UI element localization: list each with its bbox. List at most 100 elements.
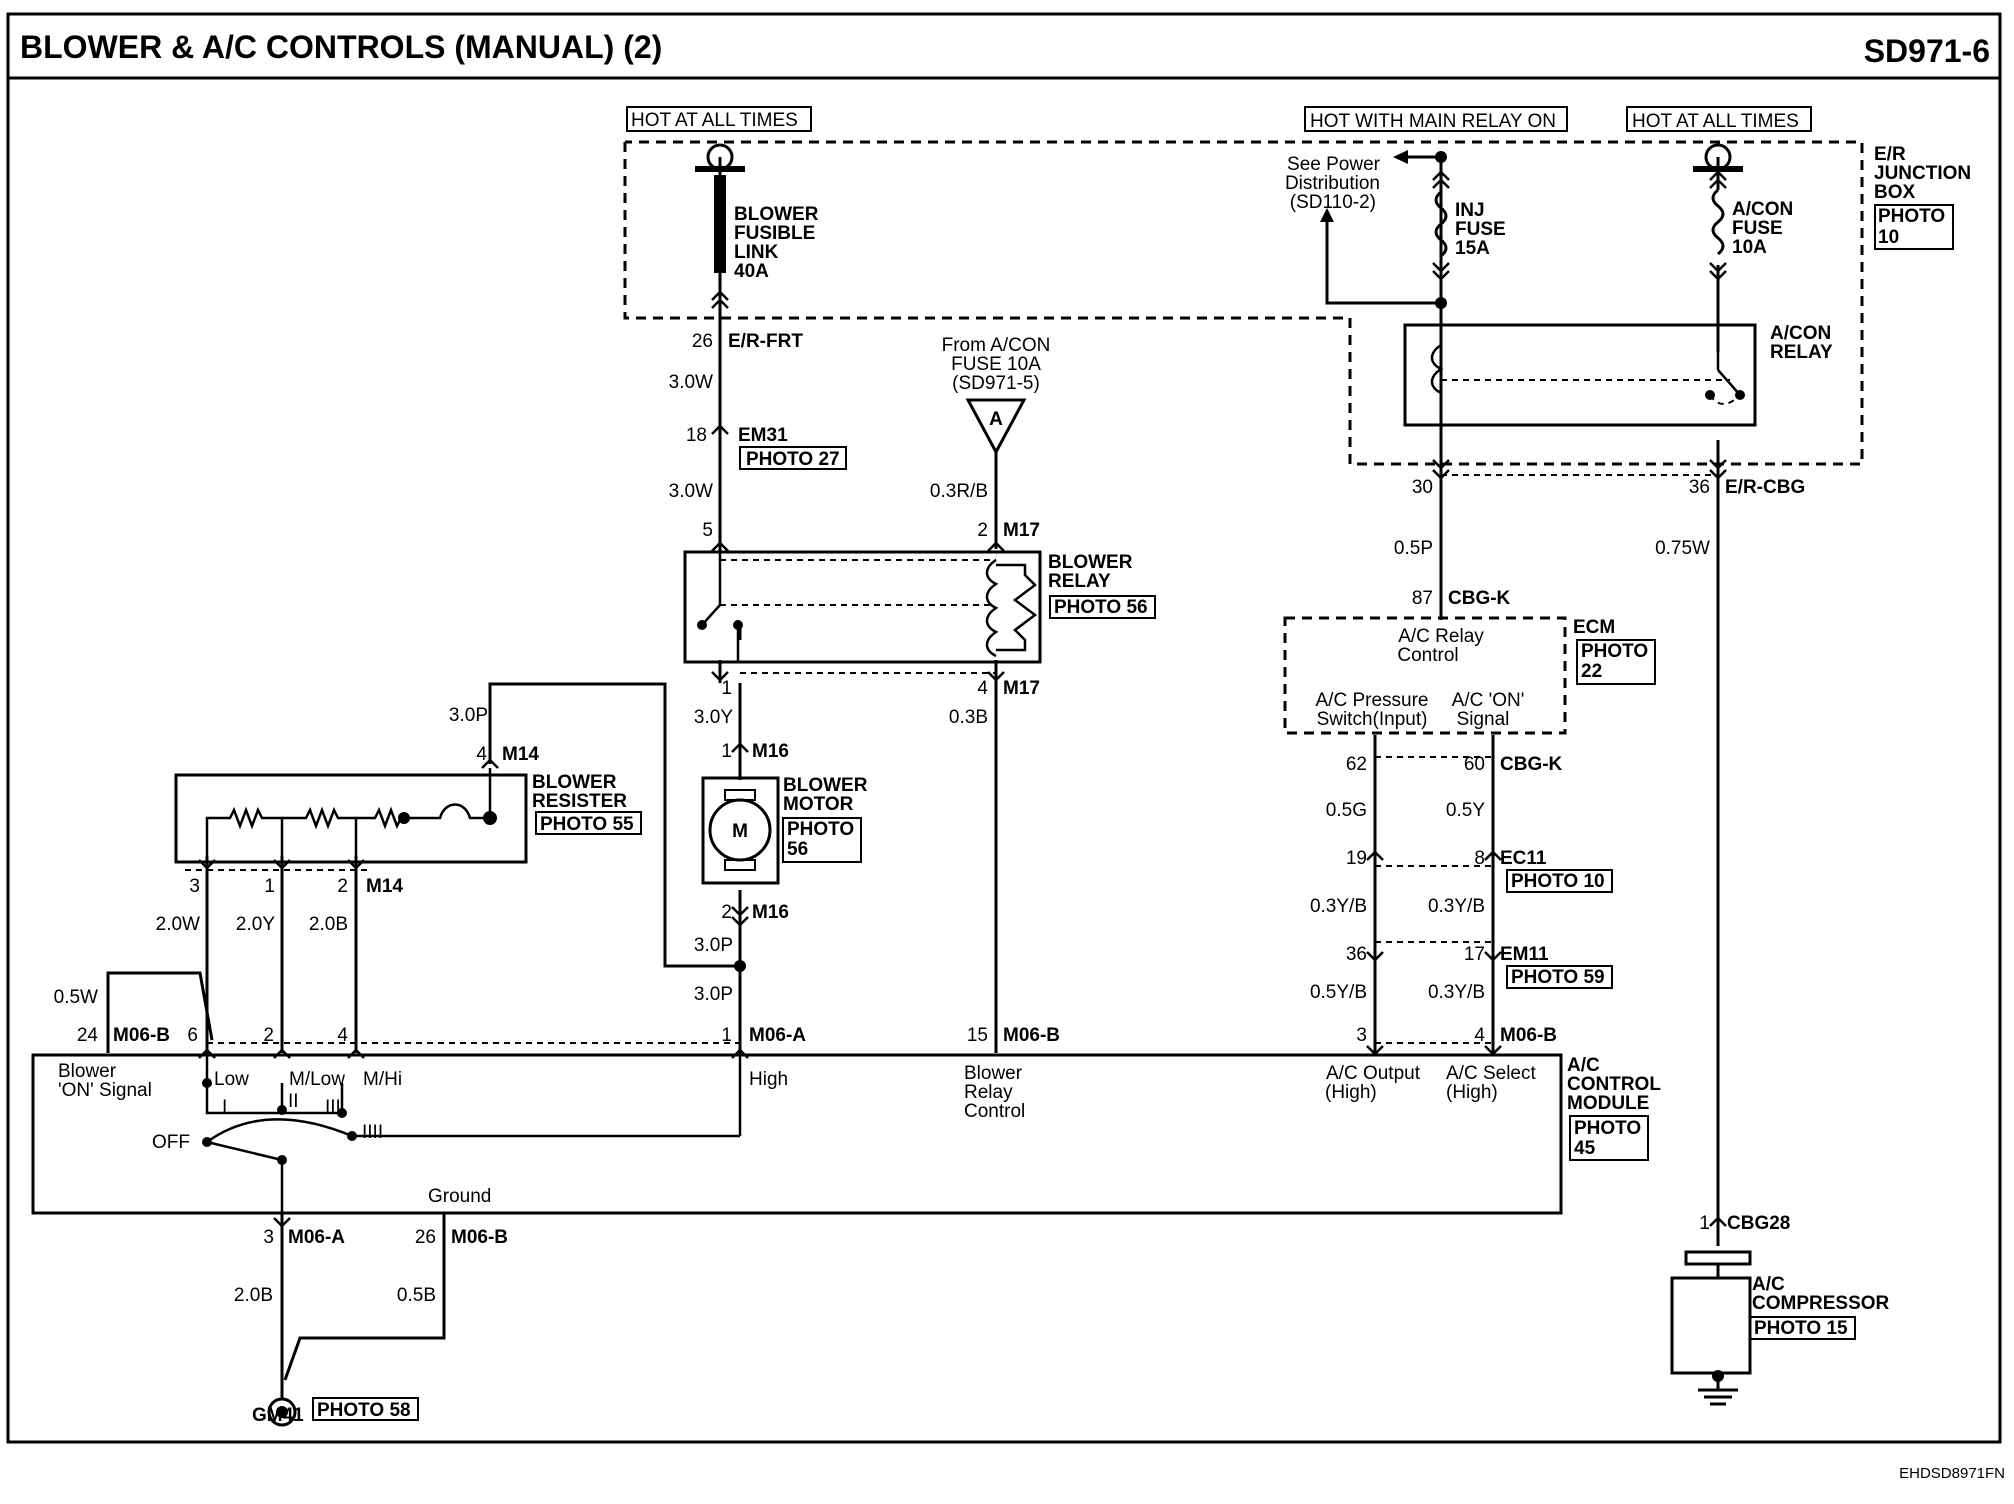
label: 15 <box>967 1025 988 1046</box>
label: M17 <box>1003 520 1040 541</box>
label: 3.0W <box>669 481 713 502</box>
label: II <box>288 1091 299 1112</box>
label: 4 <box>337 1025 348 1046</box>
label: 26 <box>692 331 713 352</box>
label: PHOTO 10 <box>1511 871 1605 892</box>
ac-compressor-box <box>1670 1276 1752 1375</box>
label: 60 <box>1464 754 1485 775</box>
label: M06-B <box>113 1025 170 1046</box>
label: 0.5Y/B <box>1310 982 1367 1003</box>
label: Blower <box>58 1061 117 1082</box>
blower-relay-internals <box>701 552 1038 662</box>
acon-fuse-10a <box>1711 188 1725 256</box>
label: 1 <box>264 876 275 897</box>
label: (High) <box>1325 1082 1377 1103</box>
label: BLOWER <box>734 204 819 225</box>
compressor-clutch <box>1684 1250 1752 1278</box>
blower-motor-box <box>701 776 780 885</box>
label: M/Low <box>289 1069 345 1090</box>
diagram-frame <box>6 12 2002 1444</box>
blower-resister-internals <box>205 768 497 856</box>
label: 62 <box>1346 754 1367 775</box>
junction-dots <box>202 151 1745 1165</box>
label: RELAY <box>1048 571 1111 592</box>
label: A/CON <box>1732 199 1793 220</box>
label: 26 <box>415 1227 436 1248</box>
label: PHOTO <box>1581 641 1648 662</box>
connector-chevrons <box>198 170 1727 1228</box>
label: RESISTER <box>532 791 627 812</box>
label: A/C 'ON' <box>1452 690 1525 711</box>
label: 36 <box>1346 944 1367 965</box>
label: E/R <box>1874 144 1906 165</box>
label: PHOTO 55 <box>540 814 634 835</box>
label: 10A <box>1732 237 1767 258</box>
label: Switch(Input) <box>1317 709 1428 730</box>
label: LINK <box>734 242 779 263</box>
label: EM11 <box>1500 944 1549 965</box>
label: 0.3Y/B <box>1428 982 1485 1003</box>
blower-motor-symbol <box>708 789 772 871</box>
label: HOT AT ALL TIMES <box>1632 111 1799 132</box>
label: 87 <box>1412 588 1433 609</box>
label: CBG-K <box>1500 754 1563 775</box>
triangle-connector-a <box>965 398 1027 456</box>
blower-relay-box <box>683 550 1042 664</box>
label: M06-B <box>1500 1025 1557 1046</box>
label: A <box>989 409 1003 430</box>
label: COMPRESSOR <box>1752 1293 1890 1314</box>
label: MODULE <box>1567 1093 1649 1114</box>
label: FUSIBLE <box>734 223 815 244</box>
label: CBG-K <box>1448 588 1511 609</box>
label: EM31 <box>738 425 788 446</box>
label: Distribution <box>1285 173 1380 194</box>
label: M14 <box>366 876 403 897</box>
label: 0.5G <box>1326 800 1367 821</box>
label: 36 <box>1689 477 1710 498</box>
dashed-boundaries <box>185 140 1864 1044</box>
label: 0.3Y/B <box>1310 896 1367 917</box>
label: (SD110-2) <box>1290 192 1376 213</box>
ground-symbols <box>267 1370 1738 1427</box>
label: 45 <box>1574 1138 1596 1159</box>
label: 3 <box>189 876 200 897</box>
label: BLOWER <box>1048 552 1133 573</box>
label: From A/CON <box>942 335 1051 356</box>
label: 2.0Y <box>236 914 275 935</box>
label: A/C Select <box>1446 1063 1536 1084</box>
label: 19 <box>1346 848 1367 869</box>
label: (High) <box>1446 1082 1498 1103</box>
power-terminals <box>695 143 1743 172</box>
label: FUSE 10A <box>951 354 1041 375</box>
label: PHOTO 56 <box>1054 597 1148 618</box>
label: M06-B <box>451 1227 508 1248</box>
blower-switch-symbol <box>206 1118 353 1162</box>
labels: HOT AT ALL TIMES HOT WITH MAIN RELAY ON … <box>54 110 1971 1426</box>
label: HOT WITH MAIN RELAY ON <box>1310 111 1556 132</box>
label: PHOTO <box>1574 1118 1641 1139</box>
label: IIII <box>362 1122 383 1143</box>
inj-fuse-15a <box>1434 190 1448 258</box>
label: 17 <box>1464 944 1485 965</box>
label: 0.5W <box>54 987 98 1008</box>
label: III <box>325 1097 341 1118</box>
label: Relay <box>964 1082 1013 1103</box>
ac-control-module-box <box>31 1053 1563 1215</box>
label: 0.3R/B <box>930 481 988 502</box>
label: 40A <box>734 261 769 282</box>
label: 15A <box>1455 238 1490 259</box>
diagram-title: BLOWER & A/C CONTROLS (MANUAL) (2) <box>20 29 662 65</box>
label: A/C <box>1567 1055 1600 1076</box>
label: 1 <box>721 678 732 699</box>
label: See Power <box>1287 154 1381 175</box>
label: 0.3Y/B <box>1428 896 1485 917</box>
label: 0.75W <box>1655 538 1710 559</box>
label: 1 <box>721 741 732 762</box>
label: E/R-FRT <box>728 331 803 352</box>
label: M16 <box>752 741 789 762</box>
wires <box>106 155 1720 1400</box>
label: M17 <box>1003 678 1040 699</box>
label: 3.0P <box>694 984 733 1005</box>
label: A/C Relay <box>1398 626 1484 647</box>
label: A/C <box>1752 1274 1785 1295</box>
